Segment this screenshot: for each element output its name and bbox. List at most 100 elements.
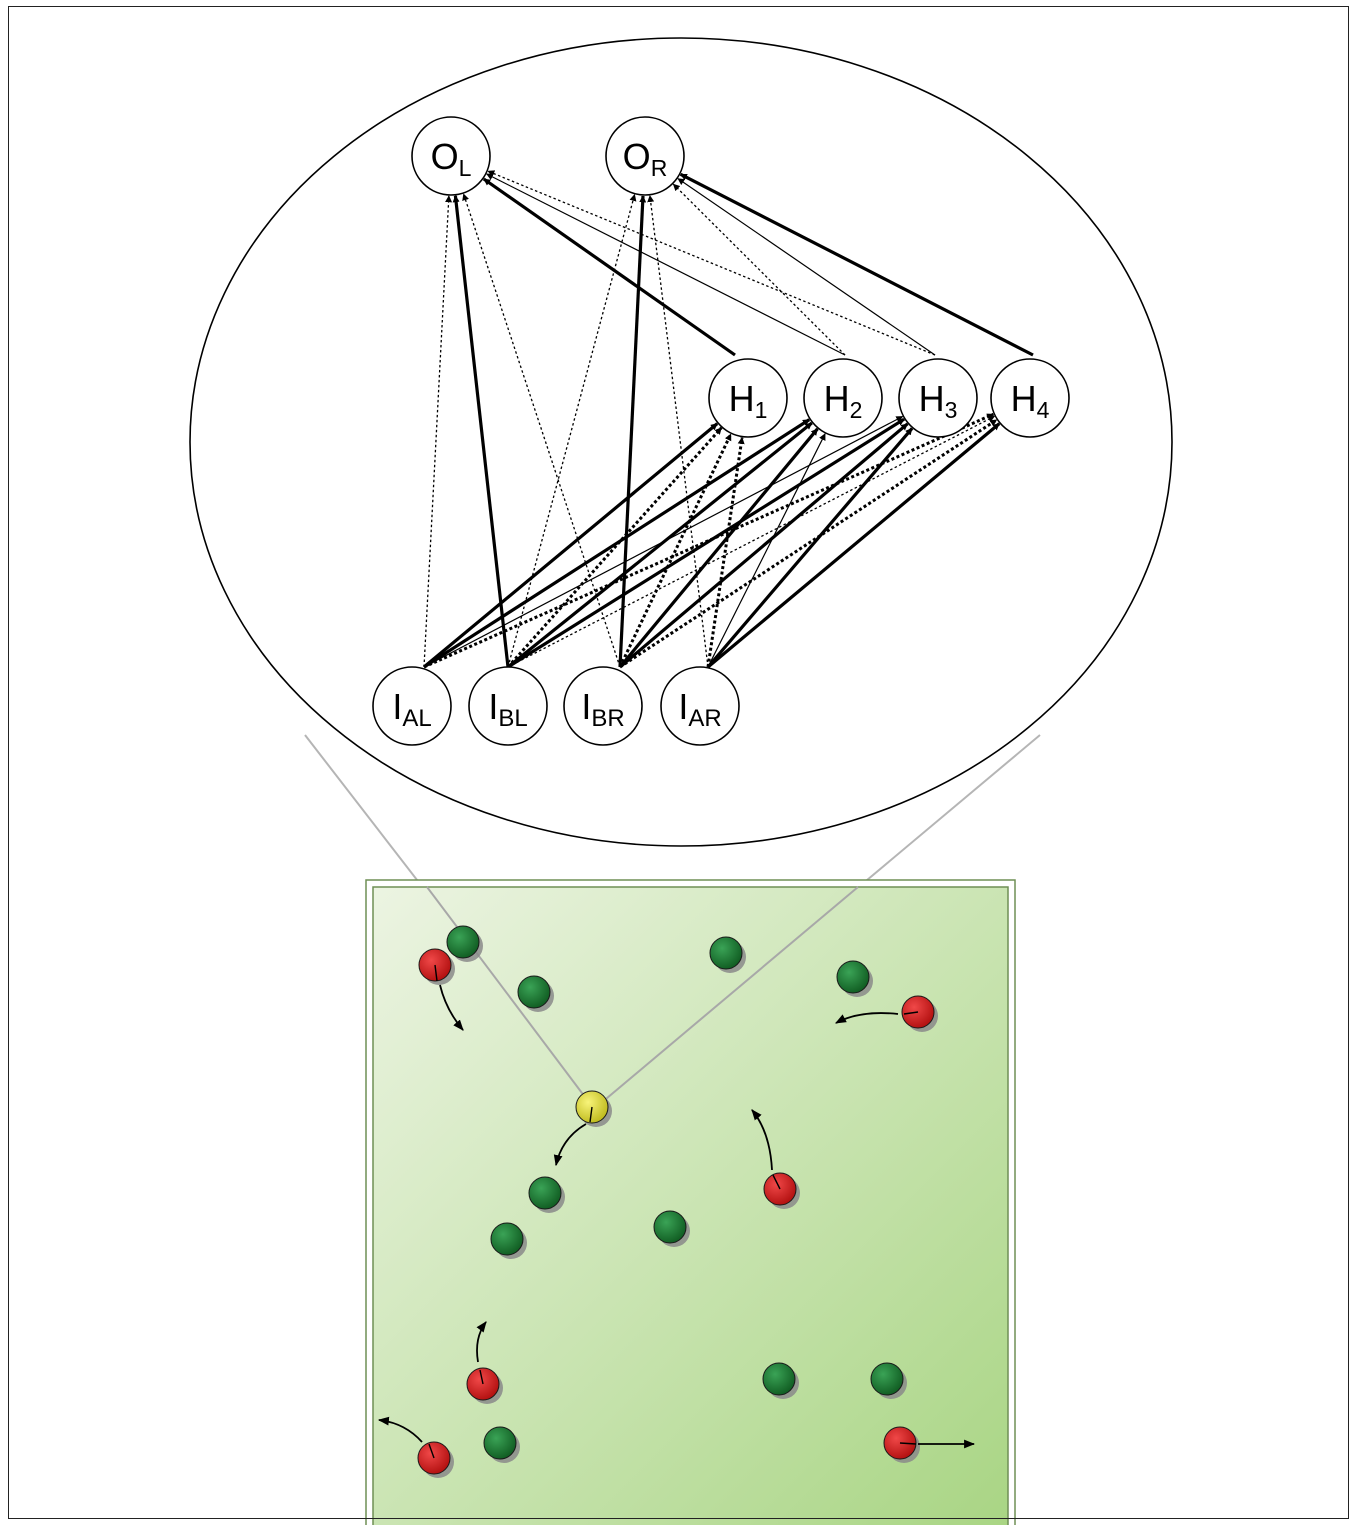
node-label-main: I [488,686,498,727]
movement-arrow [751,1109,773,1171]
food-agent-6-body [490,1222,524,1256]
node-circle [660,666,740,746]
edge-h1-to-ol [482,177,736,357]
food-agent-2-body [517,975,551,1009]
food-agent-5 [528,1176,565,1213]
predator-agent-2 [901,995,938,1032]
node-label-subscript: 2 [850,397,863,423]
node-label-main: H [824,378,850,419]
node-label-ibl: IBL [488,686,527,732]
movement-arrow [835,1012,899,1024]
node-circle [563,666,643,746]
node-circle [605,116,685,196]
movement-arrow [439,984,464,1031]
node-h3: H3 [898,358,978,438]
arena-field [372,886,1009,1525]
focal-agent [575,1090,612,1127]
predator-heading [428,1443,435,1459]
node-circle [708,358,788,438]
edge-ibl-to-ol [452,195,510,668]
food-agent-9 [870,1362,907,1399]
food-agent-7 [653,1210,690,1247]
node-label-iar: IAR [678,686,721,732]
food-agent-8 [762,1362,799,1399]
edge-h4-to-or [679,172,1034,357]
node-circle [990,358,1070,438]
zoom-connector-left-overlay [426,886,595,1110]
node-circle [898,358,978,438]
node-label-subscript: 1 [755,397,768,423]
edge-iar-to-or [647,195,709,668]
node-label-main: H [1011,378,1037,419]
food-agent-4 [836,960,873,997]
food-agent-2 [517,975,554,1012]
predator-agent-4 [466,1367,503,1404]
node-ibr: IBR [563,666,643,746]
node-circle [372,666,452,746]
node-label-or: OR [623,136,668,181]
node-label-subscript: L [459,155,472,181]
edge-ial-to-h4 [423,412,995,669]
node-circle [411,116,491,196]
node-label-main: O [431,136,459,177]
node-ibl: IBL [468,666,548,746]
edge-iar-to-h2 [707,433,826,668]
node-label-ibr: IBR [581,686,624,732]
node-label-h1: H1 [729,378,768,423]
arena [365,879,1016,1525]
predator-agent-3 [763,1172,800,1209]
movement-arrow [476,1321,487,1363]
edge-ial-to-h1 [422,422,719,669]
edge-ibr-to-h1 [618,433,733,668]
node-label-h3: H3 [919,378,958,423]
food-agent-5-body [528,1176,562,1210]
edge-h2-to-or [672,183,846,356]
edge-ibl-to-h2 [506,421,813,669]
focal-heading [589,1106,593,1123]
node-label-main: H [919,378,945,419]
edge-h2-to-ol [486,173,846,356]
node-label-main: H [729,378,755,419]
node-label-main: I [678,686,688,727]
edge-ibl-to-h4 [507,415,996,668]
node-label-h4: H4 [1011,378,1050,423]
node-label-main: O [623,136,651,177]
node-label-subscript: R [651,155,668,181]
node-ol: OL [411,116,491,196]
edge-ibr-to-h2 [618,427,819,669]
predator-heading [479,1369,484,1385]
node-label-subscript: BL [498,705,527,732]
food-agent-4-body [836,960,870,994]
predator-agent-5 [417,1441,454,1478]
node-label-main: I [581,686,591,727]
node-label-subscript: 3 [945,397,958,423]
food-agent-3 [709,936,746,973]
edge-h3-to-ol [487,170,936,356]
edge-ibr-to-h3 [618,422,909,669]
node-iar: IAR [660,666,740,746]
node-h4: H4 [990,358,1070,438]
node-label-subscript: AL [402,705,431,732]
node-circle [468,666,548,746]
network-zoom-ellipse [189,37,1173,847]
predator-heading [903,1011,919,1015]
arena-agents [377,925,976,1478]
food-agent-8-body [762,1362,796,1396]
node-label-ol: OL [431,136,472,181]
edge-ibl-to-h1 [506,426,723,668]
predator-agent-6 [883,1426,920,1463]
node-label-subscript: 4 [1037,397,1050,423]
edge-h3-to-or [677,178,936,356]
node-h1: H1 [708,358,788,438]
food-agent-10 [483,1426,520,1463]
predator-heading [772,1174,781,1190]
predator-agent-1 [418,948,455,985]
node-or: OR [605,116,685,196]
edge-iar-to-h1 [706,436,745,668]
food-agent-9-body [870,1362,904,1396]
edge-ibr-to-h4 [619,418,998,669]
food-agent-10-body [483,1426,517,1460]
edge-ibl-to-h3 [507,417,905,669]
edge-ibr-to-ol [462,193,621,668]
